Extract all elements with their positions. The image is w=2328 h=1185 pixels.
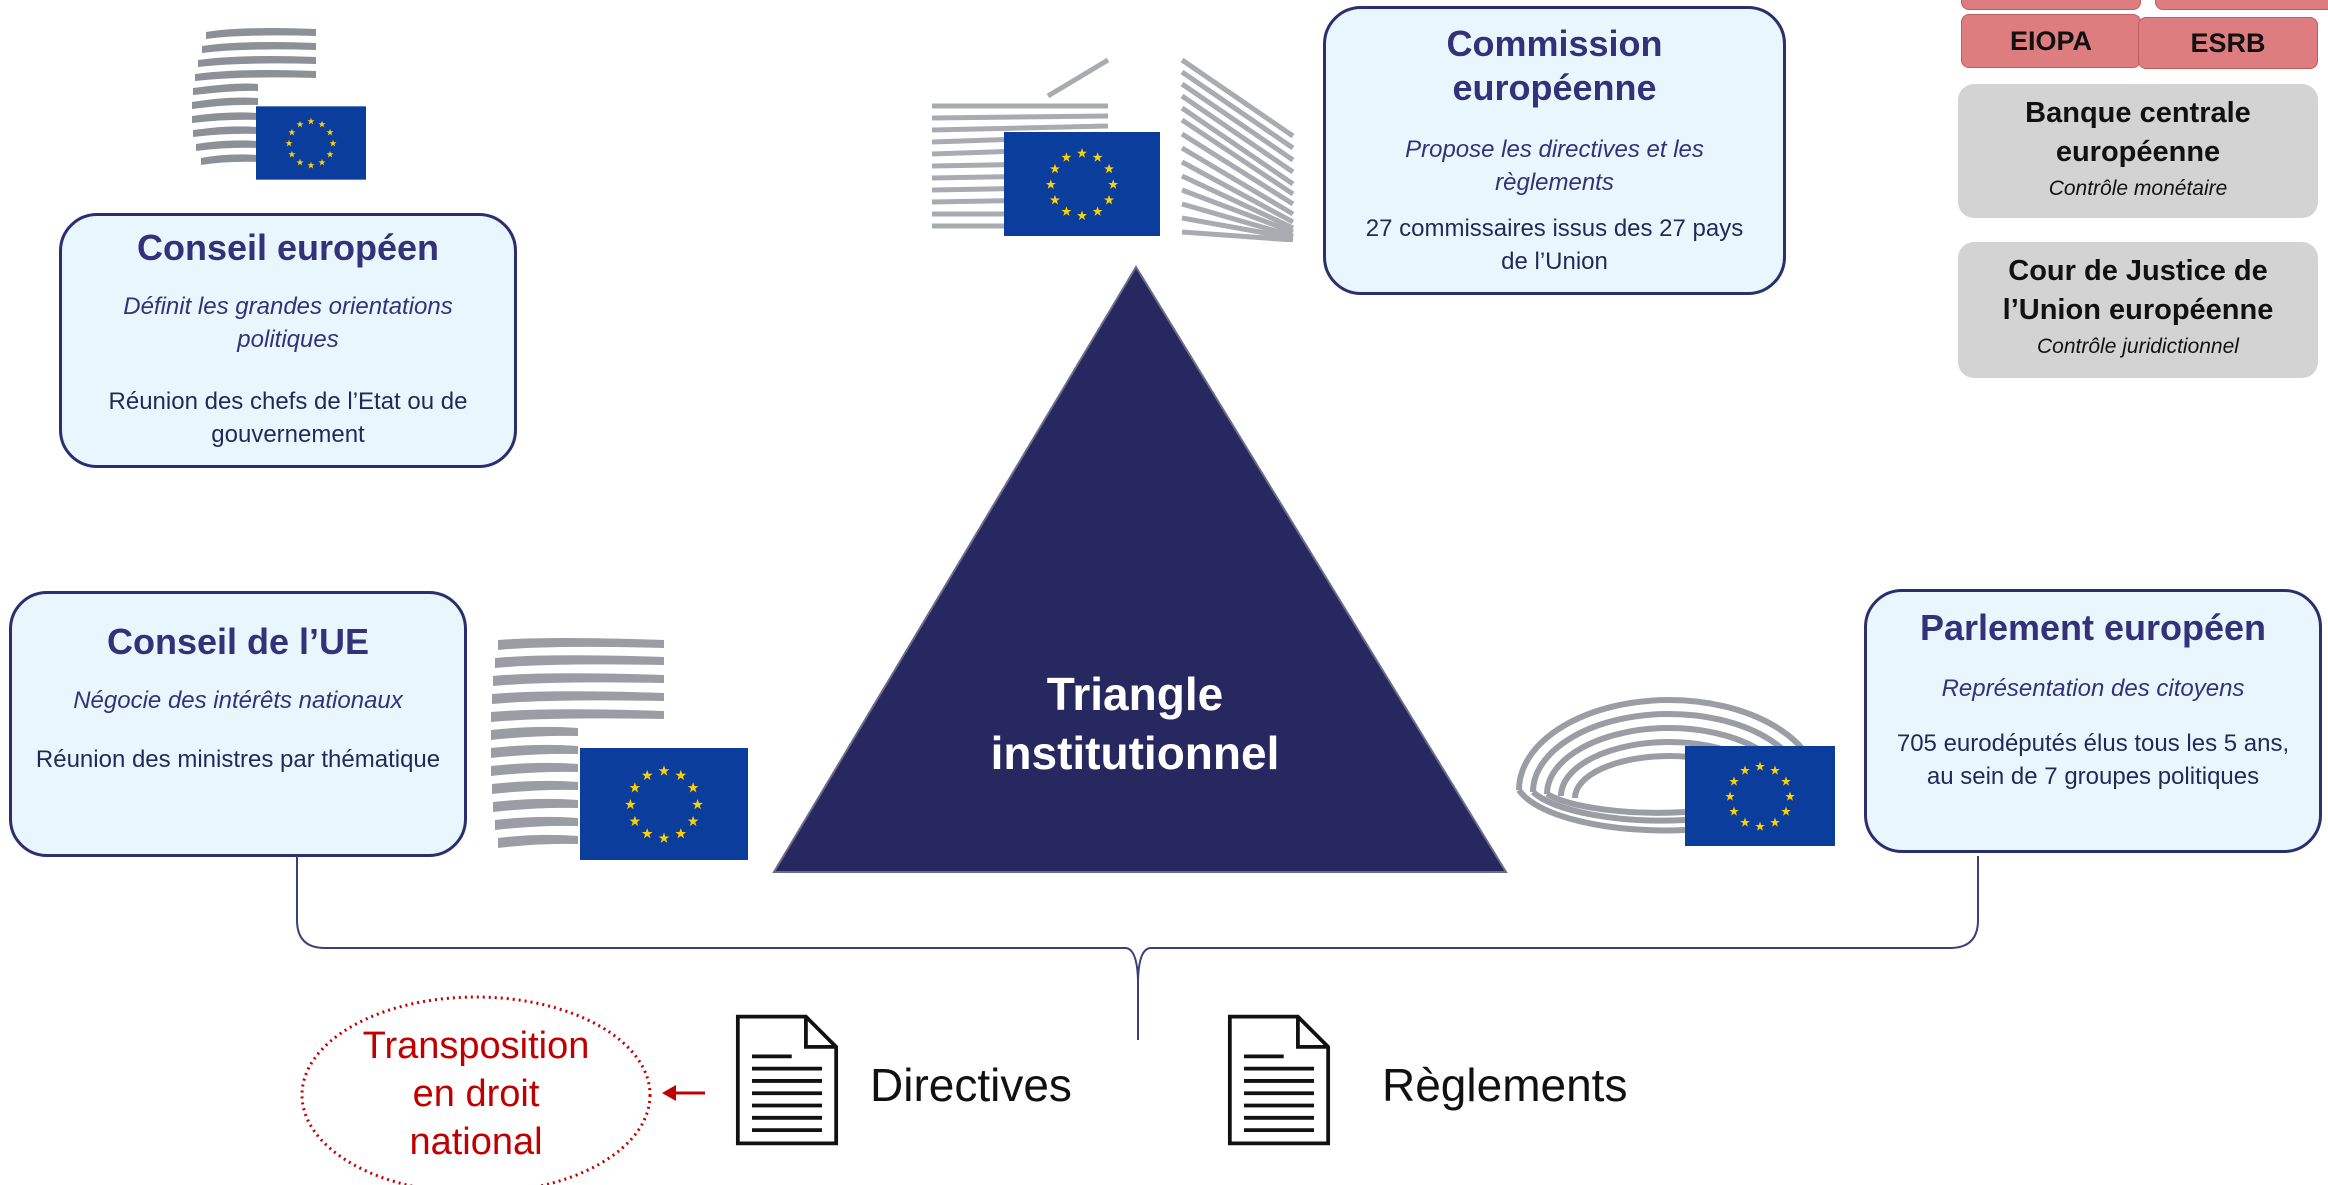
conseil-ue-description: Réunion des ministres par thématique: [35, 746, 441, 773]
commission-description: 27 commissaires issus des 27 pays de l’U…: [1365, 215, 1744, 275]
legislative-brace: [296, 856, 1979, 1040]
commission-box: Commission européenne Propose les direct…: [1323, 6, 1786, 295]
conseil-ue-title: Conseil de l’UE: [106, 621, 370, 662]
parlement-box: Parlement européen Représentation des ci…: [1864, 589, 2322, 853]
agency-eiopa: EIOPA: [1961, 14, 2141, 68]
cjue-subtitle: Contrôle juridictionnel: [2037, 335, 2239, 358]
reglements-label: Règlements: [1382, 1059, 1628, 1111]
conseil-europeen-title: Conseil européen: [136, 227, 440, 268]
conseil-europeen-description: Réunion des chefs de l’Etat ou de gouver…: [108, 388, 468, 448]
hemicycle-icon: [1516, 697, 1835, 846]
bce-box: Banque centrale européenne Contrôle moné…: [1958, 84, 2318, 218]
directives-document-icon: [735, 1014, 839, 1146]
conseil-ue-box: Conseil de l’UE Négocie des intérêts nat…: [9, 591, 467, 857]
conseil-europeen-role: Définit les grandes orientations politiq…: [123, 293, 453, 353]
parlement-title: Parlement européen: [1919, 607, 2267, 648]
bce-title: Banque centrale européenne: [2025, 97, 2251, 168]
institutional-triangle: [772, 265, 1508, 873]
agency-esrb: ESRB: [2138, 17, 2318, 69]
conseil-europeen-box: Conseil européen Définit les grandes ori…: [59, 213, 517, 468]
conseil-ue-role: Négocie des intérêts nationaux: [73, 687, 403, 714]
justus-lipsius-building-icon: [491, 638, 748, 860]
commission-role: Propose les directives et les règlements: [1405, 136, 1704, 196]
berlaymont-building-icon: [931, 57, 1295, 242]
parlement-role: Représentation des citoyens: [1941, 675, 2245, 702]
cjue-box: Cour de Justice de l’Union européenne Co…: [1958, 242, 2318, 378]
reglements-document-icon: [1227, 1014, 1331, 1146]
directives-label: Directives: [870, 1059, 1072, 1111]
triangle-label: Triangle institutionnel: [990, 668, 1280, 779]
europa-building-icon: [192, 28, 366, 180]
agency-top-right-stub: [2155, 0, 2328, 10]
transposition-ellipse: [300, 995, 652, 1185]
commission-title: Commission européenne: [1446, 23, 1663, 108]
bce-subtitle: Contrôle monétaire: [2048, 177, 2228, 200]
arrow-left-icon: [662, 1085, 705, 1101]
parlement-description: 705 eurodéputés élus tous les 5 ans, au …: [1896, 730, 2290, 790]
transposition-label: Transposition en droit national: [362, 1025, 590, 1163]
agency-top-left-stub: [1961, 0, 2141, 10]
cjue-title: Cour de Justice de l’Union européenne: [2002, 255, 2274, 326]
